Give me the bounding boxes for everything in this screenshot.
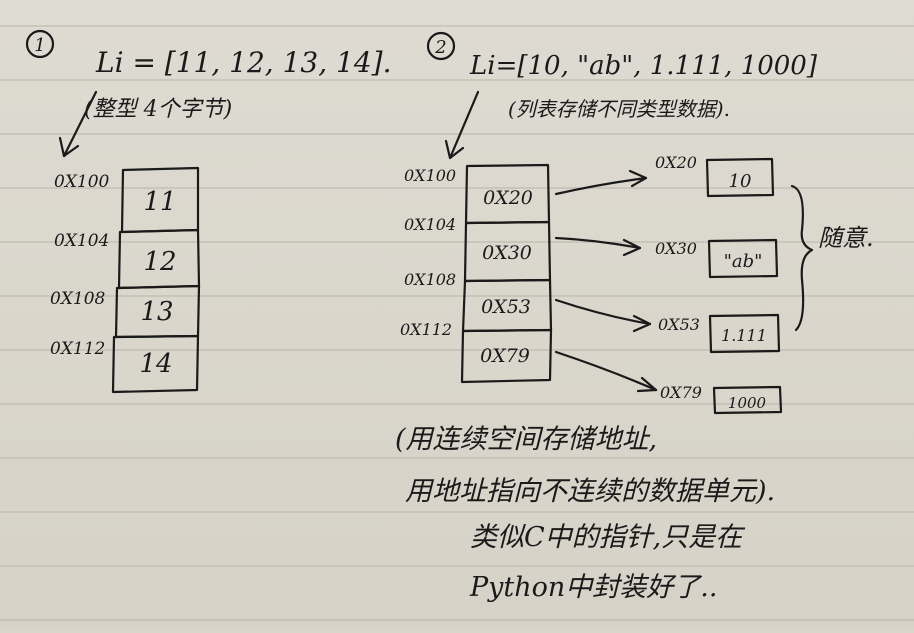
target-value: 1.111: [721, 326, 767, 345]
pointer-arrowhead: [628, 169, 648, 188]
section-2-pointer-value: 0X79: [480, 345, 530, 367]
section-2-address: 0X104: [404, 215, 456, 234]
section-1-start-arrowhead: [58, 136, 80, 158]
grouping-brace: [790, 184, 814, 332]
target-box: [708, 313, 781, 354]
section-2-start-arrow: [448, 90, 480, 160]
section-1-address: 0X112: [50, 339, 105, 359]
pointer-arrowhead: [636, 376, 658, 393]
explanation: (用连续空间存储地址, 用地址指向不连续的数据单元). 类似C中的指针,只是在 …: [395, 424, 775, 603]
target-address: 0X53: [658, 315, 700, 334]
pointer-arrowhead: [622, 238, 642, 257]
section-1-cell-value: 12: [143, 247, 176, 277]
target-box: [712, 385, 783, 415]
section-1-code: Li = [11, 12, 13, 14].: [95, 46, 391, 79]
target-address: 0X20: [655, 153, 697, 172]
pointer-arrow: [554, 236, 642, 250]
section-1-start-arrow: [62, 90, 98, 158]
section-2-pointer-value: 0X30: [482, 242, 532, 264]
target-box: [705, 157, 775, 198]
explanation-line: (用连续空间存储地址,: [395, 424, 657, 455]
section-2-pointer-value: 0X53: [481, 296, 531, 318]
section-2-pointer-box: [460, 328, 553, 384]
section-1-marker: 1: [34, 35, 45, 56]
explanation-line: 类似C中的指针,只是在: [470, 522, 745, 553]
section-1-address: 0X104: [54, 231, 109, 251]
section-2-address: 0X112: [400, 320, 452, 339]
section-2-start-arrowhead: [444, 139, 465, 160]
explanation-line: 用地址指向不连续的数据单元).: [405, 476, 775, 507]
pointer-arrow: [554, 350, 658, 392]
pointer-arrow: [554, 298, 652, 326]
section-2-marker: 2: [434, 37, 446, 58]
target-address: 0X30: [655, 239, 697, 258]
pointer-arrow: [554, 176, 648, 196]
target-address: 0X79: [660, 383, 702, 402]
section-1-cell-box: [111, 334, 200, 394]
target-value: 10: [729, 171, 752, 192]
section-1: 1 Li = [11, 12, 13, 14]. (整型 4个字节) 0X100…: [25, 29, 391, 394]
section-2-pointer-value: 0X20: [483, 187, 533, 209]
paper-rules: [0, 25, 914, 621]
section-2-note: (列表存储不同类型数据).: [508, 97, 730, 121]
section-2-address: 0X108: [404, 270, 456, 289]
section-2: 2 Li=[10, "ab", 1.111, 1000] (列表存储不同类型数据…: [400, 31, 874, 415]
target-value: 1000: [728, 394, 767, 412]
section-1-cell-value: 13: [140, 297, 173, 327]
section-1-cell-value: 14: [139, 349, 172, 379]
section-2-address: 0X100: [404, 166, 456, 185]
target-box: [707, 238, 779, 279]
section-2-marker-circle: [426, 31, 456, 61]
section-1-cell-value: 11: [143, 187, 176, 217]
section-1-address: 0X100: [54, 172, 110, 192]
pointer-arrowhead: [632, 314, 652, 333]
target-value: "ab": [724, 251, 763, 272]
brace-label: 随意.: [818, 224, 874, 252]
explanation-line: Python中封装好了..: [469, 572, 717, 603]
section-1-note: (整型 4个字节): [84, 97, 232, 122]
section-2-code: Li=[10, "ab", 1.111, 1000]: [469, 51, 818, 81]
section-1-marker-circle: [25, 29, 55, 59]
section-1-address: 0X108: [50, 289, 106, 309]
